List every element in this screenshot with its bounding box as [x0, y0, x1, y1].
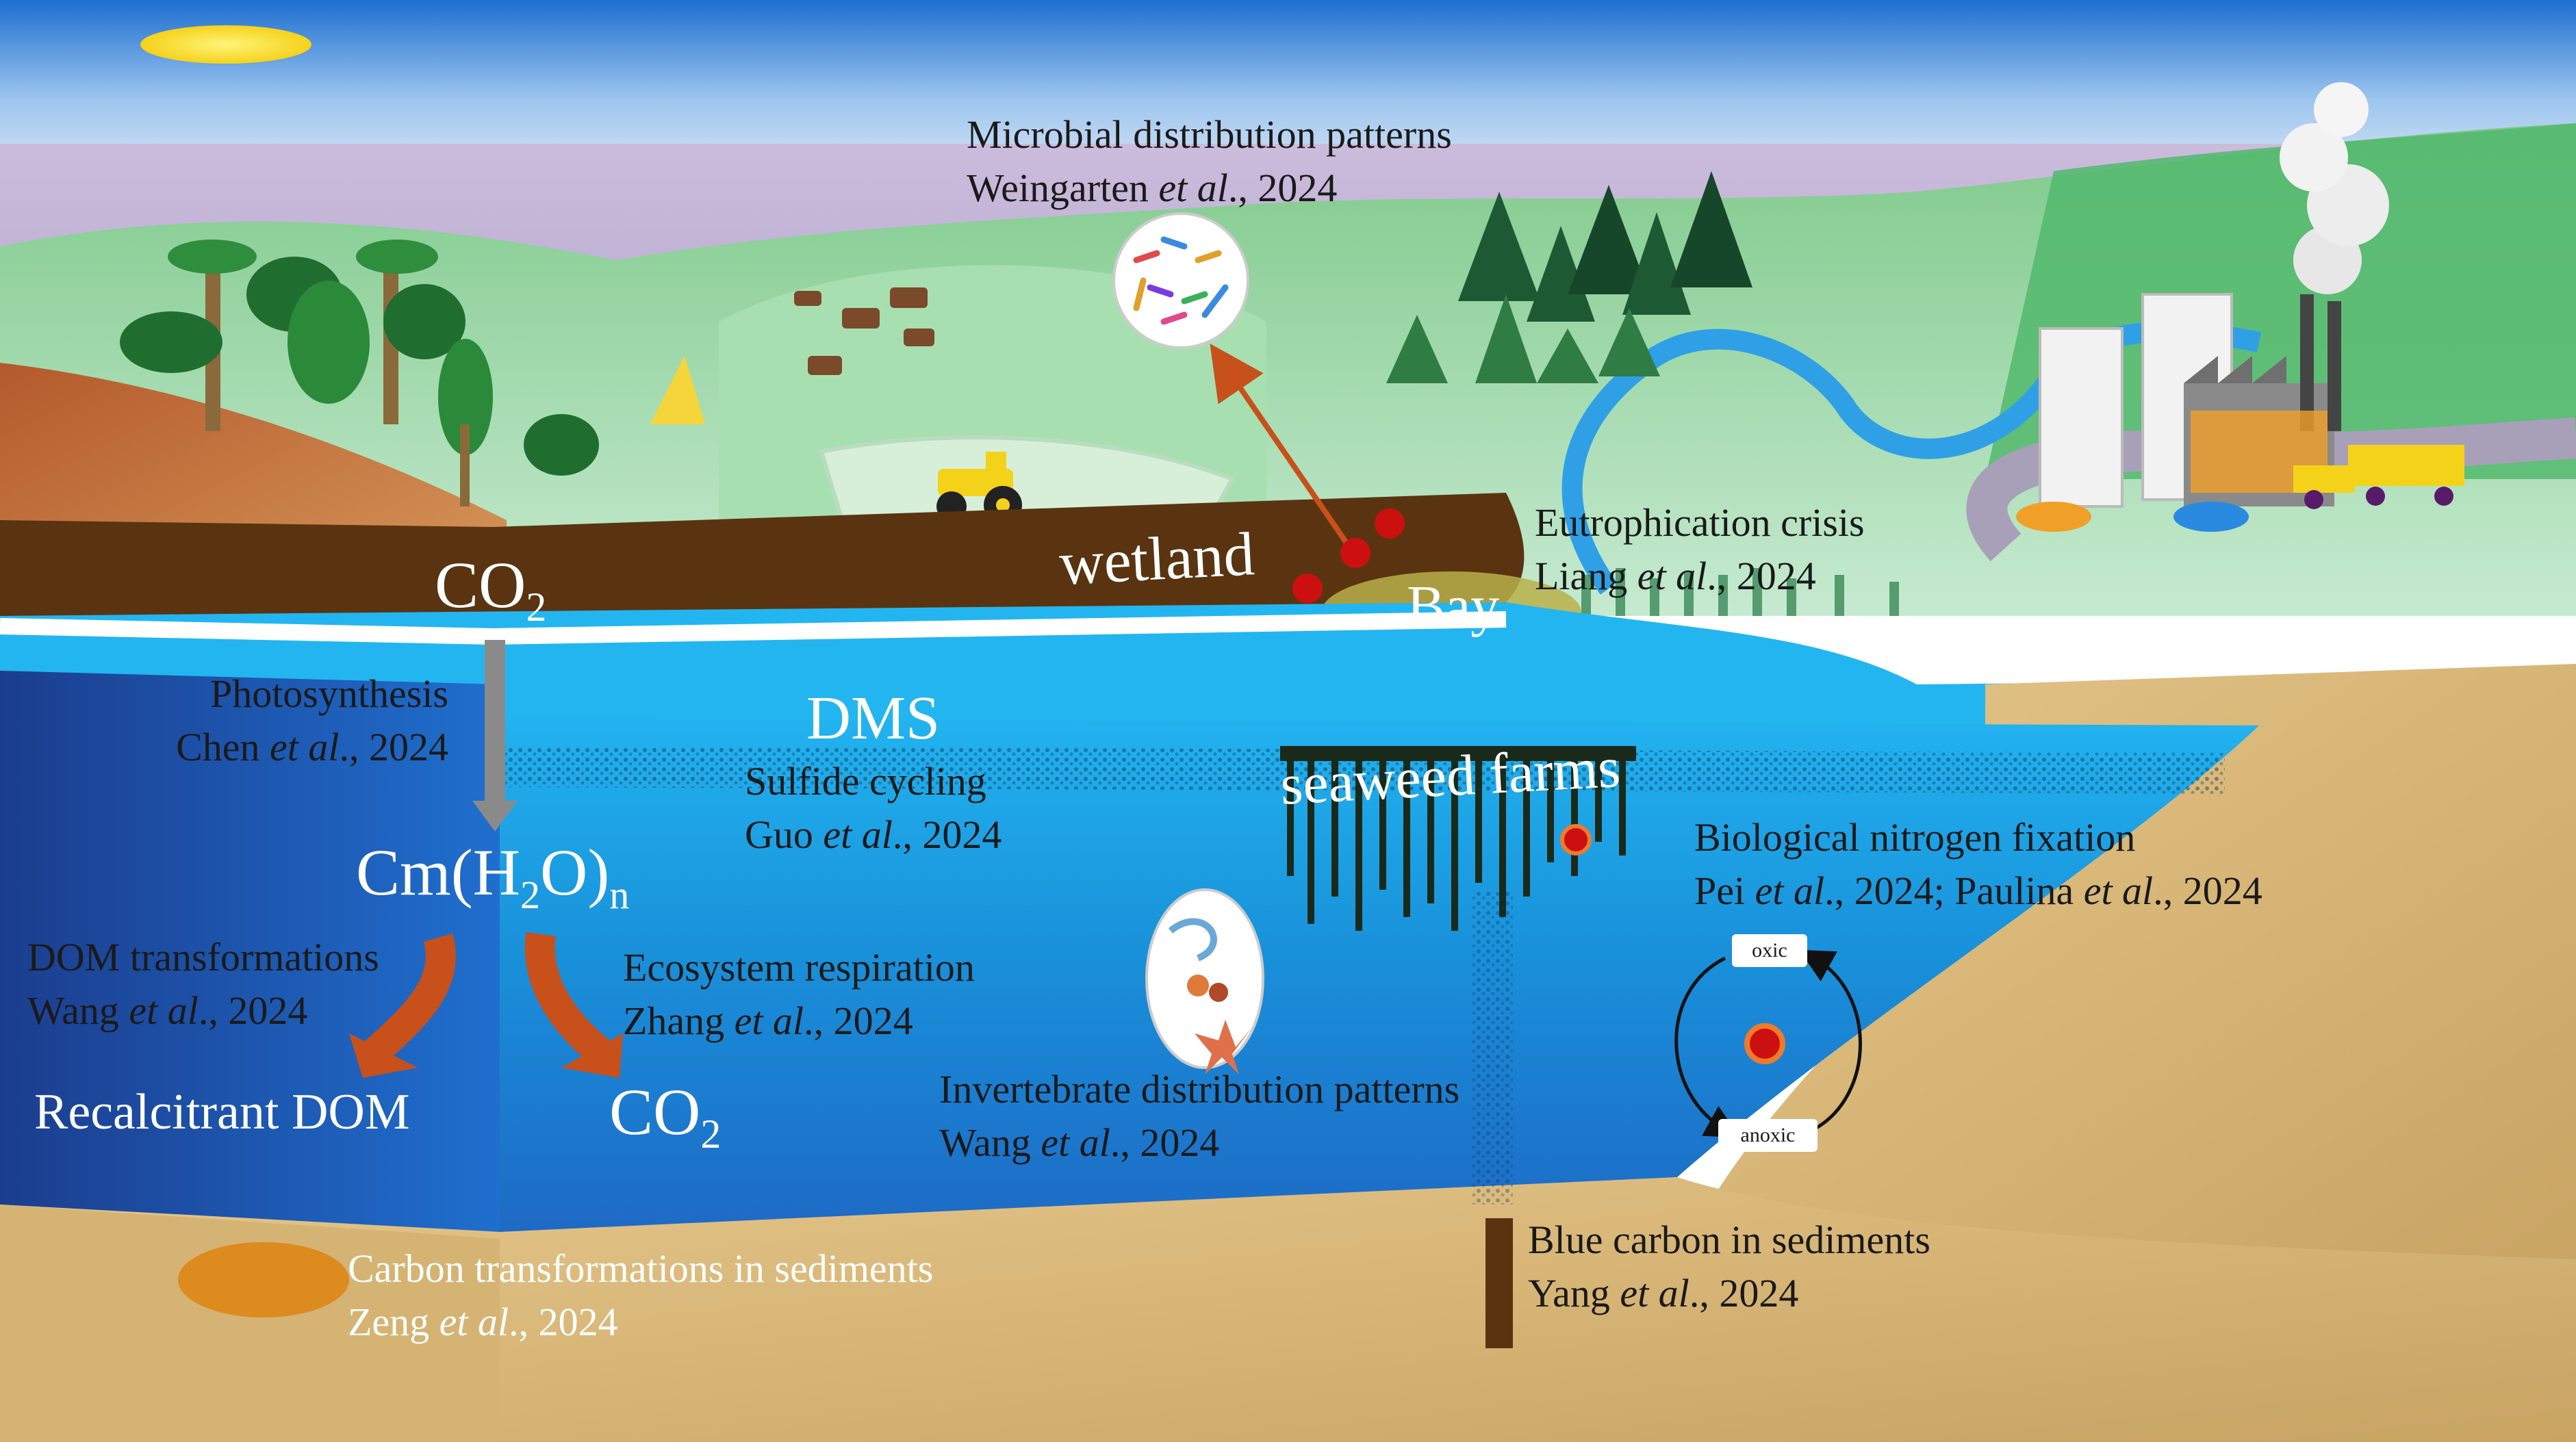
microbe-arrow	[1210, 344, 1355, 553]
dom-transformations-label: DOM transformations Wang et al., 2024	[27, 935, 379, 1033]
bay-label: Bay	[1407, 574, 1500, 638]
invertebrate-label: Invertebrate distribution patterns Wang …	[939, 1067, 1460, 1165]
dom-arrow	[363, 933, 456, 1066]
sediment-carbon-patch	[178, 1242, 349, 1317]
sediment-core	[1485, 1218, 1513, 1348]
eutrophication-label: Eutrophication crisis Liang et al., 2024	[1535, 500, 1865, 598]
coast-soil	[0, 520, 493, 619]
sediment-carbon-label: Carbon transformations in sediments Zeng…	[348, 1246, 934, 1344]
city-factory	[2016, 82, 2464, 532]
front-face-water	[0, 671, 500, 1246]
seafloor-front	[0, 1205, 500, 1442]
oxic-anoxic-cycle	[1674, 934, 1862, 1152]
co2-atmosphere-label: CO2	[435, 548, 547, 630]
dom-arrow-head	[349, 1033, 418, 1078]
sea-body	[500, 719, 2259, 1246]
mangroves	[1581, 568, 1899, 616]
seafloor-sediment	[0, 1177, 2576, 1442]
anoxic-label: anoxic	[1740, 1124, 1796, 1146]
forest-left	[120, 240, 705, 506]
dms-label: DMS	[806, 684, 941, 752]
sun-icon	[140, 25, 311, 64]
blue-carbon-label: Blue carbon in sediments Yang et al., 20…	[1528, 1218, 1930, 1315]
microbe-image	[1112, 212, 1249, 349]
sea-white-edge	[0, 611, 1507, 645]
wetland-dot-3	[1375, 508, 1405, 539]
respiration-arrow-head	[561, 1033, 623, 1078]
ecosystem-respiration-label: Ecosystem respiration Zhang et al., 2024	[623, 945, 975, 1043]
photosynthesis-arrow-head	[472, 801, 518, 832]
microbial-label: Microbial distribution patterns Weingart…	[967, 112, 1452, 210]
sulfide-label: Sulfide cycling Guo et al., 2024	[745, 759, 1002, 857]
wetland-dot-2	[1340, 538, 1370, 568]
photosynthesis-arrow-shaft	[485, 640, 505, 804]
nitrogen-dot	[1560, 824, 1592, 855]
oxic-label: oxic	[1752, 939, 1787, 962]
sediment-shelf	[1677, 664, 2576, 1273]
wetland-soil	[493, 493, 1525, 616]
nitrogen-fixation-label: Biological nitrogen fixation Pei et al.,…	[1694, 815, 2262, 913]
respiration-arrow	[524, 932, 612, 1066]
co2-ocean-label: CO2	[609, 1075, 722, 1157]
biomass-formula-label: Cm(H2O)n	[356, 836, 630, 918]
seaweed-dotted-column	[1472, 890, 1513, 1205]
right-green-land	[1985, 123, 2576, 479]
wetland-dot-1	[1292, 574, 1323, 604]
green-hills	[0, 123, 2576, 616]
recalcitrant-dom-label: Recalcitrant DOM	[34, 1084, 410, 1140]
seaweed-farm	[1280, 746, 1636, 931]
livestock	[794, 287, 934, 375]
pine-forest	[1386, 171, 1752, 383]
photosynthesis-label: Photosynthesis Chen et al., 2024	[176, 671, 448, 769]
wetland-label: wetland	[1058, 520, 1256, 598]
invertebrate-image	[1145, 888, 1264, 1074]
